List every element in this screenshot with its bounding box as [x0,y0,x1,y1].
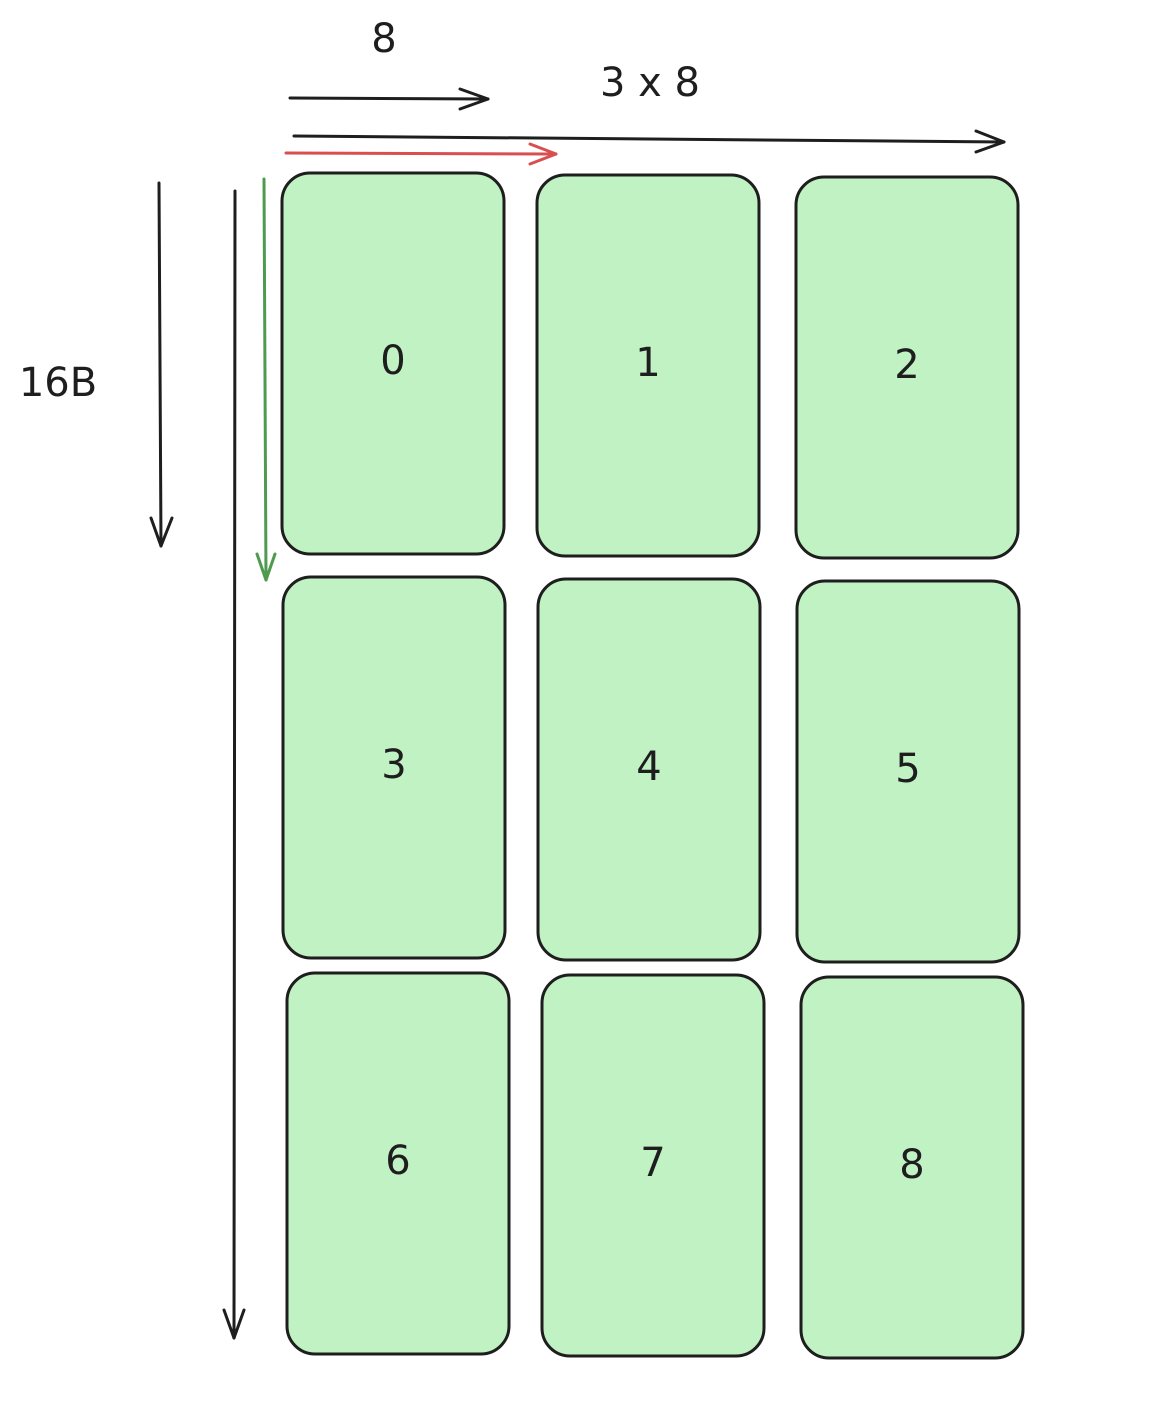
tile-2: 2 [794,175,1020,560]
height-label: 16B [19,360,97,406]
total-width-label: 3 x 8 [600,60,700,106]
tile-label: 3 [381,742,406,788]
red-row-arrow [284,142,558,166]
tile-label: 0 [380,338,405,384]
tile-label: 6 [385,1138,410,1184]
tile-7: 7 [540,973,766,1358]
tile-8: 8 [799,975,1025,1360]
tile-label: 4 [636,744,661,790]
tile-label: 2 [894,342,919,388]
tile-label: 7 [640,1140,665,1186]
tile-label: 1 [635,340,660,386]
tile-4: 4 [536,577,762,962]
tile-6: 6 [285,971,511,1356]
tile-1: 1 [535,173,761,558]
tile-label: 8 [899,1142,924,1188]
tile-5: 5 [795,579,1021,964]
tile-3: 3 [281,575,507,960]
total-height-arrow [222,189,246,1340]
height-arrow [149,181,174,548]
green-column-arrow [255,177,277,582]
total-width-arrow [292,129,1006,154]
tile-width-label: 8 [371,16,396,62]
tile-width-arrow [288,87,490,111]
tile-label: 5 [895,746,920,792]
tile-0: 0 [280,171,506,556]
tile-grid: 0 1 2 3 4 5 6 7 [280,171,1025,1360]
